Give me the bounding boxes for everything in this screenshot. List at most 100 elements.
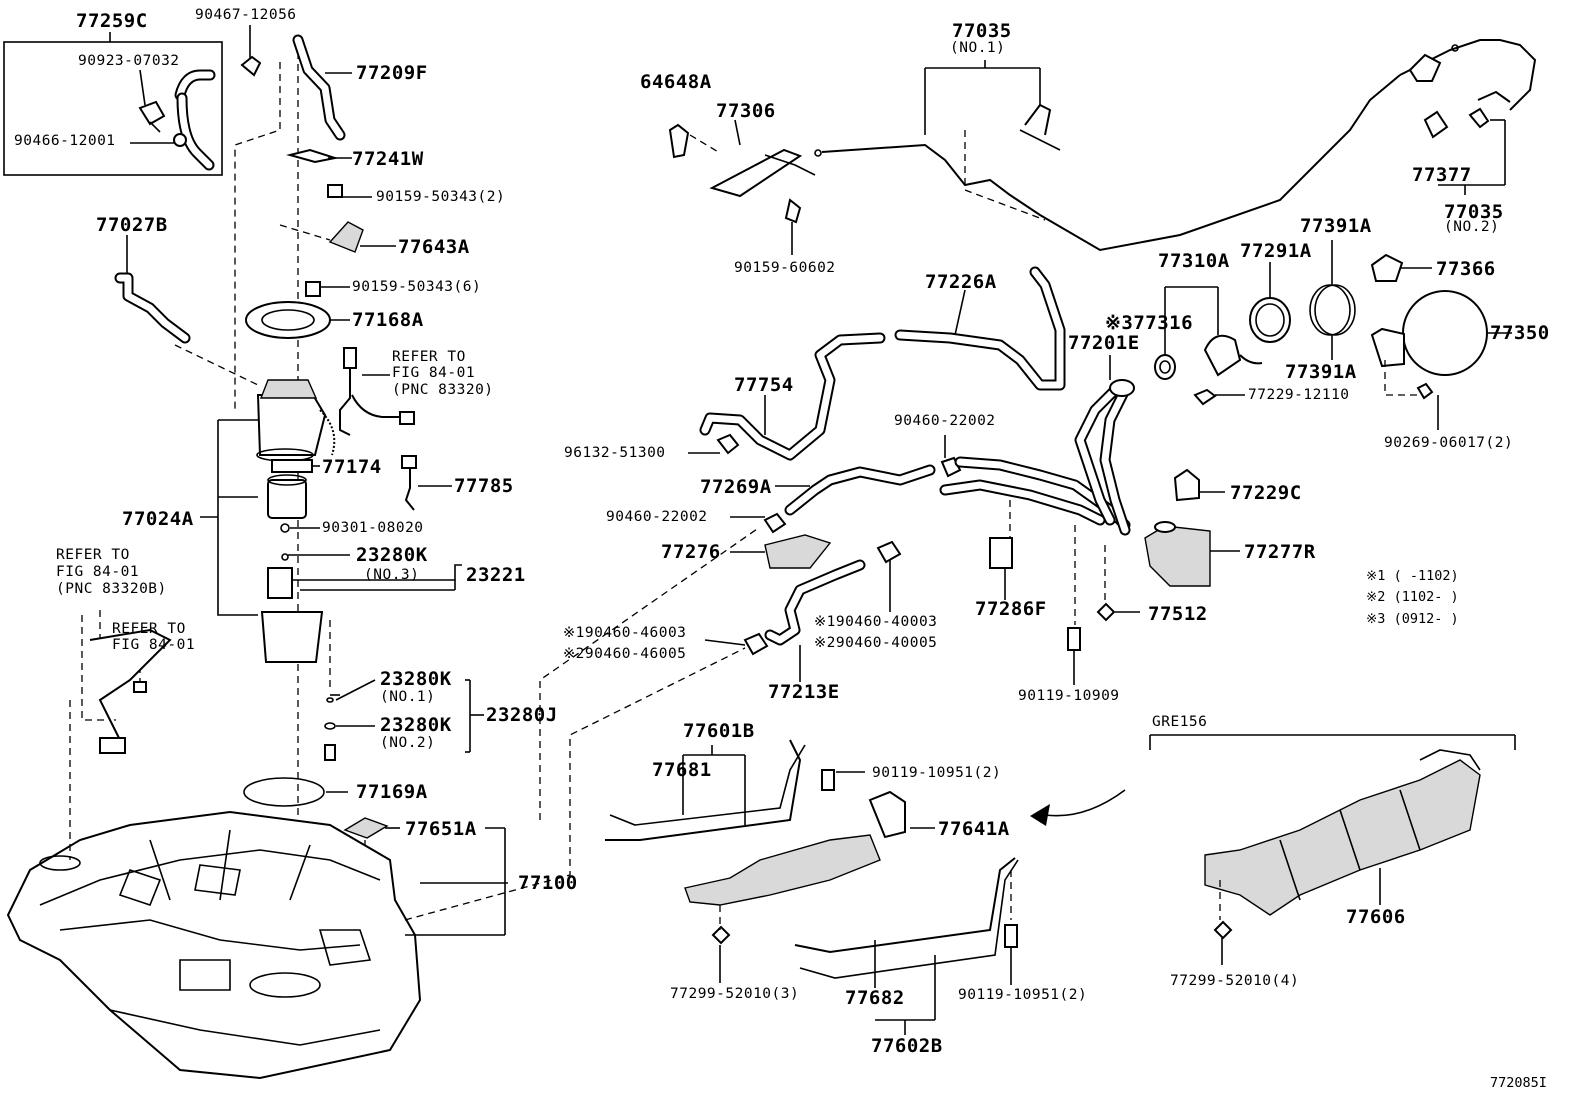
label-77601B: 77601B <box>683 720 755 742</box>
clip-90460-22002-a <box>940 435 962 478</box>
label-23280K-b-no: (NO.1) <box>380 689 436 705</box>
label-77035-2-no: (NO.2) <box>1444 219 1500 235</box>
label-77229-12110: 77229-12110 <box>1248 387 1350 403</box>
label-290460-40005: ※290460-40005 <box>814 635 938 651</box>
label-23280K-c: 23280K <box>380 714 452 736</box>
pump-module-77024A <box>256 379 462 663</box>
label-refer-1b: FIG 84-01 <box>392 365 476 381</box>
arrow-icon <box>1044 789 1126 817</box>
label-77241W: 77241W <box>352 148 424 170</box>
ring-77291A <box>1249 262 1291 343</box>
label-77277R: 77277R <box>1244 541 1316 563</box>
label-77682: 77682 <box>845 987 905 1009</box>
bolt-90119-10951-b <box>1004 870 1018 985</box>
label-23280K-b: 23280K <box>380 668 452 690</box>
label-77291A: 77291A <box>1240 240 1312 262</box>
label-refer-3: REFER TO <box>112 621 186 637</box>
label-23280K-a-no: (NO.3) <box>364 567 420 583</box>
label-290460-46005: ※290460-46005 <box>563 646 687 662</box>
model-note-GRE156: GRE156 <box>1152 714 1208 730</box>
label-77651A: 77651A <box>405 818 477 840</box>
label-190460-46003: ※190460-46003 <box>563 625 687 641</box>
label-77310A: 77310A <box>1158 250 1230 272</box>
label-90159-60602: 90159-60602 <box>734 260 836 276</box>
label-90159-50343-6: 90159-50343(6) <box>352 279 482 295</box>
label-90467-12056: 90467-12056 <box>195 7 297 23</box>
protector-77276 <box>730 534 832 569</box>
vent-valve-box <box>3 32 223 176</box>
note-3: ※3 (0912- ) <box>1366 611 1459 627</box>
bracket-77643A <box>328 221 396 253</box>
clip-77241W <box>286 148 339 164</box>
label-90119-10909: 90119-10909 <box>1018 688 1120 704</box>
clip-77229-12110 <box>1193 388 1217 406</box>
label-refer-2c: (PNC 83320B) <box>56 581 167 597</box>
diagram-id: 772085I <box>1490 1075 1547 1091</box>
label-90119-10951-a: 90119-10951(2) <box>872 765 1002 781</box>
label-77641A: 77641A <box>938 818 1010 840</box>
gre156-group <box>1149 734 1516 965</box>
hose-77754 <box>688 332 886 461</box>
label-90923-07032: 90923-07032 <box>78 53 180 69</box>
label-77269A: 77269A <box>700 476 772 498</box>
label-77602B: 77602B <box>871 1035 943 1057</box>
fuel-lid-77350 <box>1370 253 1512 430</box>
label-90466-12001: 90466-12001 <box>14 133 116 149</box>
ring-77168A <box>245 301 350 339</box>
label-23280K-c-no: (NO.2) <box>380 735 436 751</box>
sender-77027B <box>114 235 259 386</box>
label-77286F: 77286F <box>975 598 1047 620</box>
connector-77785 <box>401 455 452 511</box>
protector-77641A <box>684 790 935 906</box>
strap-77682 <box>794 857 1019 1035</box>
filler-pipe-77201E <box>939 355 1135 625</box>
label-23280J: 23280J <box>486 704 558 726</box>
label-refer-3b: FIG 84-01 <box>112 637 196 653</box>
label-77276: 77276 <box>661 541 721 563</box>
gasket-77169A <box>243 777 348 807</box>
label-77391A-b: 77391A <box>1285 361 1357 383</box>
strap-77601B <box>605 739 806 841</box>
label-77035-2: 77035 <box>1444 201 1504 223</box>
clip-77299-52010-a <box>711 925 731 945</box>
bolt-90159-50343-b <box>305 281 350 297</box>
label-190460-40003: ※190460-40003 <box>814 614 938 630</box>
label-90301-08020: 90301-08020 <box>322 520 424 536</box>
label-77316: ※377316 <box>1105 312 1194 334</box>
connector-83320 <box>339 347 415 436</box>
note-1: ※1 ( -1102) <box>1366 568 1459 584</box>
hose-77213E <box>704 540 902 682</box>
label-77174: 77174 <box>322 456 382 478</box>
label-77391A-a: 77391A <box>1300 215 1372 237</box>
bolt-90119-10909 <box>1067 627 1081 685</box>
label-77643A: 77643A <box>398 236 470 258</box>
label-77168A: 77168A <box>352 309 424 331</box>
label-90159-50343-2: 90159-50343(2) <box>376 189 506 205</box>
label-77226A: 77226A <box>925 271 997 293</box>
fuel-tank-77100 <box>6 810 508 1080</box>
label-refer-1c: (PNC 83320) <box>392 382 494 398</box>
label-77259C: 77259C <box>76 10 148 32</box>
pipe-77209F <box>292 34 352 141</box>
housing-77277R <box>1144 521 1240 587</box>
valve-77229C <box>1173 468 1225 502</box>
hose-77269A <box>730 464 936 534</box>
bracket-23280J <box>324 679 484 761</box>
label-90460-22002-b: 90460-22002 <box>606 509 708 525</box>
label-77350: 77350 <box>1490 322 1550 344</box>
label-77299-52010-4: 77299-52010(4) <box>1170 973 1300 989</box>
label-77201E: 77201E <box>1068 332 1140 354</box>
lid-opener-cables <box>668 39 1537 255</box>
label-77100: 77100 <box>518 872 578 894</box>
label-refer-2b: FIG 84-01 <box>56 564 140 580</box>
label-77213E: 77213E <box>768 681 840 703</box>
label-77035-1: 77035 <box>952 20 1012 42</box>
label-77229C: 77229C <box>1230 482 1302 504</box>
label-90119-10951-b: 90119-10951(2) <box>958 987 1088 1003</box>
label-77306: 77306 <box>716 100 776 122</box>
label-77512: 77512 <box>1148 603 1208 625</box>
label-96132-51300: 96132-51300 <box>564 445 666 461</box>
label-77024A: 77024A <box>122 508 194 530</box>
ring-77391A <box>1309 240 1356 360</box>
